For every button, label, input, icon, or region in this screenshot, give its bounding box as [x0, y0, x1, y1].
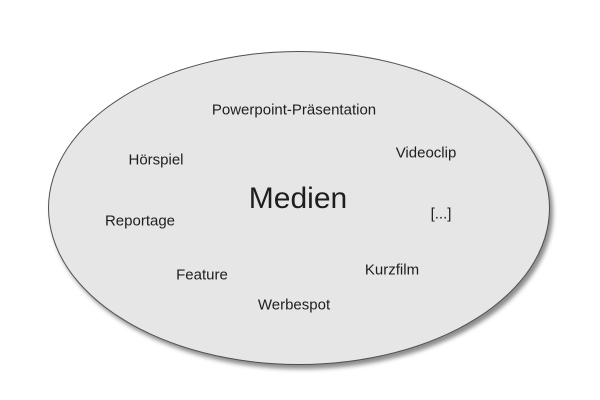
- center-term-medien: Medien: [248, 182, 348, 215]
- term-feature: Feature: [176, 266, 228, 284]
- term-kurzfilm: Kurzfilm: [364, 261, 420, 279]
- term-hoerspiel: Hörspiel: [128, 151, 184, 169]
- term-videoclip: Videoclip: [395, 144, 457, 162]
- media-ellipse: [48, 51, 550, 365]
- term-reportage: Reportage: [104, 212, 176, 230]
- term-werbespot: Werbespot: [257, 296, 331, 314]
- term-powerpoint-praesentation: Powerpoint-Präsentation: [211, 101, 377, 119]
- term-ellipsis: [...]: [430, 205, 452, 223]
